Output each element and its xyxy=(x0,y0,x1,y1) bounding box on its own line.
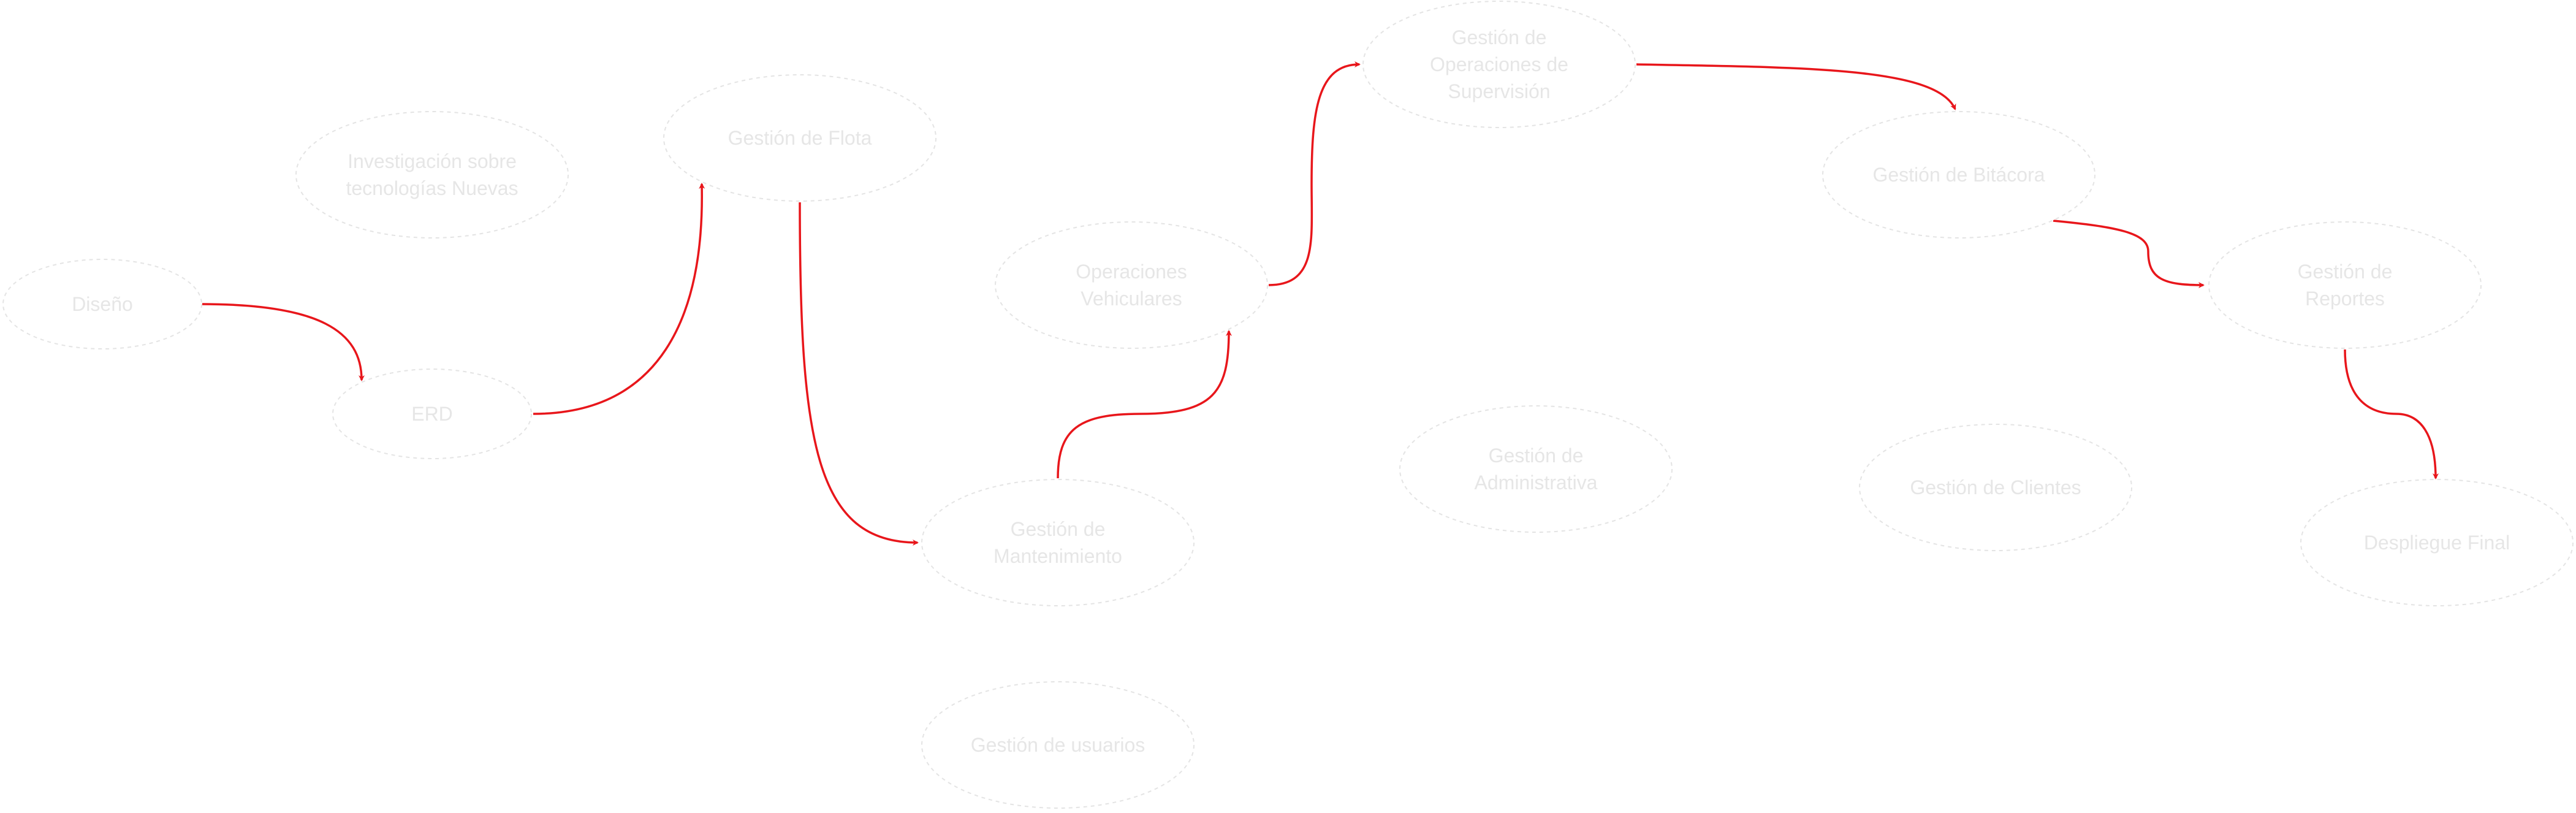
node-usuarios: Gestión de usuarios xyxy=(921,681,1195,809)
node-shape xyxy=(1362,1,1636,128)
node-shape xyxy=(1859,424,2132,551)
node-shape xyxy=(2208,221,2482,349)
edge-bitacora-to-reportes xyxy=(2053,219,2205,288)
node-shape xyxy=(663,74,937,202)
node-shape xyxy=(1399,405,1673,533)
node-label: Operaciones de xyxy=(1430,53,1568,75)
node-label: Gestión de xyxy=(1011,518,1106,540)
edge-diseno-to-erd xyxy=(202,303,365,381)
node-reportes: Gestión de Reportes xyxy=(2208,221,2482,349)
node-label: Gestión de xyxy=(2298,261,2393,283)
node-label: Gestión de Clientes xyxy=(1910,476,2081,498)
node-label: Reportes xyxy=(2305,288,2385,310)
node-diseno: Diseño xyxy=(2,259,202,349)
node-label: Investigación sobre xyxy=(348,150,517,172)
node-despliegue: Despliegue Final xyxy=(2300,479,2574,606)
node-administrativa: Gestión de Administrativa xyxy=(1399,405,1673,533)
node-shape xyxy=(921,681,1195,809)
node-erd: ERD xyxy=(332,368,532,459)
node-label: Gestión de xyxy=(1452,26,1547,48)
node-label: Supervisión xyxy=(1448,80,1550,102)
node-shape xyxy=(332,368,532,459)
node-label: Despliegue Final xyxy=(2364,532,2510,554)
node-label: Diseño xyxy=(72,293,133,315)
edges-layer xyxy=(202,61,2439,546)
node-label: Operaciones xyxy=(1076,261,1187,283)
node-shape xyxy=(295,111,569,239)
node-label: tecnologías Nuevas xyxy=(346,177,518,199)
node-label: Gestión de usuarios xyxy=(971,734,1146,756)
edge-operaciones-to-supervision xyxy=(1268,61,1361,286)
edge-erd-to-flota xyxy=(533,183,705,415)
node-flota: Gestión de Flota xyxy=(663,74,937,202)
node-mantenimiento: Gestión de Mantenimiento xyxy=(921,479,1195,606)
edge-reportes-to-despliegue xyxy=(2344,349,2439,479)
node-label: Mantenimiento xyxy=(994,545,1122,567)
node-bitacora: Gestión de Bitácora xyxy=(1822,111,2095,239)
node-shape xyxy=(1822,111,2095,239)
edge-flota-to-mantenimiento xyxy=(799,202,919,546)
node-shape xyxy=(2300,479,2574,606)
node-label: Vehiculares xyxy=(1081,288,1182,310)
node-label: ERD xyxy=(411,403,453,425)
node-supervision: Gestión de Operaciones de Supervisión xyxy=(1362,1,1636,128)
node-clientes: Gestión de Clientes xyxy=(1859,424,2132,551)
node-label: Gestión de xyxy=(1489,445,1584,467)
node-shape xyxy=(921,479,1195,606)
edge-supervision-to-bitacora xyxy=(1636,63,1956,110)
node-label: Gestión de Bitácora xyxy=(1872,164,2045,186)
node-label: Gestión de Flota xyxy=(728,127,872,149)
node-shape xyxy=(2,259,202,349)
node-shape xyxy=(995,221,1268,349)
node-investigacion: Investigación sobre tecnologías Nuevas xyxy=(295,111,569,239)
edge-mantenimiento-to-operaciones xyxy=(1057,330,1232,479)
node-label: Administrativa xyxy=(1475,471,1598,494)
